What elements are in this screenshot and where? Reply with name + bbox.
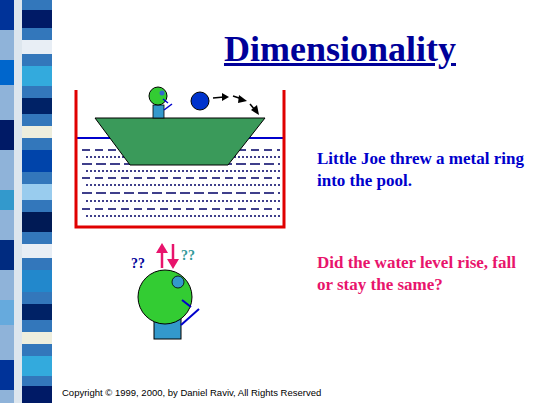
copyright-note: Copyright © 1999, 2000, by Daniel Raviv,… [62, 387, 321, 398]
big-joe [138, 270, 199, 339]
question-marks: ?? [131, 256, 145, 272]
boat [95, 118, 265, 165]
question-marks: ?? [181, 248, 195, 264]
metal-ring [191, 92, 209, 110]
up-down-arrows [156, 243, 179, 269]
little-joe [149, 87, 172, 118]
throw-arrows [213, 93, 259, 115]
pool [75, 90, 285, 227]
statement-text: Little Joe threw a metal ring into the p… [317, 148, 535, 192]
slide-title: Dimensionality [190, 28, 490, 70]
question-text: Did the water level rise, fall or stay t… [317, 252, 535, 296]
side-stripe [0, 0, 58, 403]
